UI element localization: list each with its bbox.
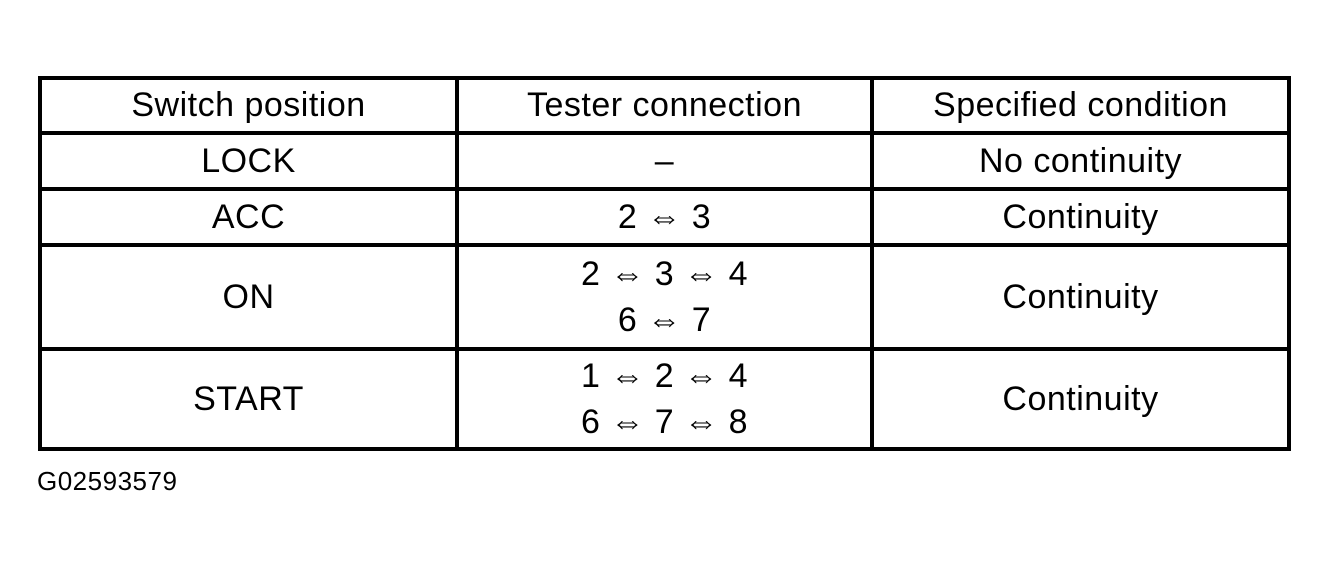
figure-id: G02593579 [37, 466, 178, 496]
cell-specified-condition: Continuity [870, 347, 1291, 451]
connection-line: 1 ⇔ 2 ⇔ 4 [580, 357, 748, 395]
cell-switch-position: ACC [38, 187, 459, 247]
table-row-on: ON 2 ⇔ 3 ⇔ 4 6 ⇔ 7 Continuity [38, 243, 1291, 351]
cell-tester-connection: 2 ⇔ 3 [455, 187, 874, 247]
cell-switch-position: LOCK [38, 131, 459, 191]
table-row-start: START 1 ⇔ 2 ⇔ 4 6 ⇔ 7 ⇔ 8 Continuity [38, 347, 1291, 451]
table-header-row: Switch position Tester connection Specif… [38, 76, 1291, 135]
table-row-acc: ACC 2 ⇔ 3 Continuity [38, 187, 1291, 247]
cell-specified-condition: Continuity [870, 243, 1291, 351]
cell-specified-condition: No continuity [870, 131, 1291, 191]
cell-tester-connection: – [455, 131, 874, 191]
connection-line: 2 ⇔ 3 [617, 198, 712, 236]
connection-line: – [654, 142, 675, 180]
cell-tester-connection: 2 ⇔ 3 ⇔ 4 6 ⇔ 7 [455, 243, 874, 351]
continuity-table: Switch position Tester connection Specif… [38, 76, 1291, 451]
header-specified-condition: Specified condition [870, 76, 1291, 135]
connection-line: 6 ⇔ 7 [617, 301, 712, 339]
connection-line: 6 ⇔ 7 ⇔ 8 [580, 403, 748, 441]
cell-switch-position: START [38, 347, 459, 451]
cell-specified-condition: Continuity [870, 187, 1291, 247]
connection-line: 2 ⇔ 3 ⇔ 4 [580, 255, 748, 293]
table-row-lock: LOCK – No continuity [38, 131, 1291, 191]
cell-tester-connection: 1 ⇔ 2 ⇔ 4 6 ⇔ 7 ⇔ 8 [455, 347, 874, 451]
header-tester-connection: Tester connection [455, 76, 874, 135]
cell-switch-position: ON [38, 243, 459, 351]
header-switch-position: Switch position [38, 76, 459, 135]
